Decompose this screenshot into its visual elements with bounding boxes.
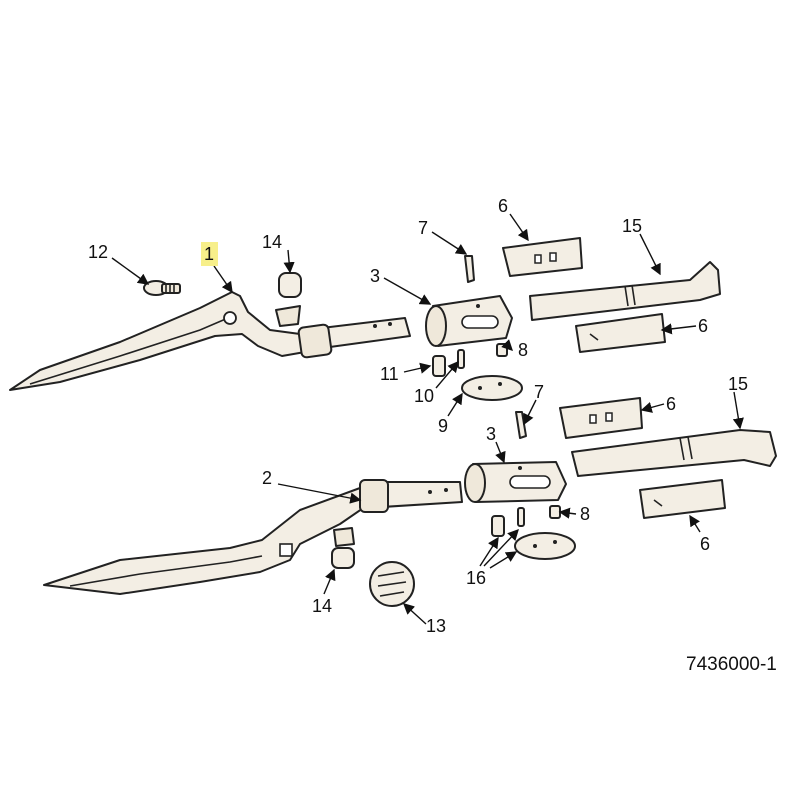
pin-parts-16 bbox=[491, 507, 576, 560]
spring-part-8-lower bbox=[549, 505, 561, 519]
bumper-part-14-lower bbox=[331, 527, 355, 569]
pin-part-7-lower bbox=[515, 411, 527, 439]
label-9: 9 bbox=[438, 416, 448, 436]
label-8-upper: 8 bbox=[518, 340, 528, 360]
sleeve-part-3-upper bbox=[425, 295, 513, 347]
label-8-lower: 8 bbox=[580, 504, 590, 524]
cover-part-6-lower-2 bbox=[639, 479, 726, 519]
bolt-part-11-upper bbox=[432, 355, 446, 377]
label-3-upper: 3 bbox=[370, 266, 380, 286]
label-13: 13 bbox=[426, 616, 446, 636]
label-3-lower: 3 bbox=[486, 424, 496, 444]
label-16: 16 bbox=[466, 568, 486, 588]
label-6-lower-top: 6 bbox=[666, 394, 676, 414]
label-6-lower-bottom: 6 bbox=[700, 534, 710, 554]
cover-part-6-lower-1 bbox=[559, 397, 643, 439]
cover-part-6-upper-2 bbox=[575, 313, 666, 353]
label-7-upper: 7 bbox=[418, 218, 428, 238]
label-1: 1 bbox=[204, 244, 214, 264]
label-10: 10 bbox=[414, 386, 434, 406]
label-11: 11 bbox=[380, 364, 399, 384]
nut-part-9-upper bbox=[461, 375, 523, 401]
label-12: 12 bbox=[88, 242, 108, 262]
reference-number: 7436000-1 bbox=[686, 654, 777, 675]
spring-part-8-upper bbox=[496, 343, 508, 357]
pin-part-7-upper bbox=[464, 255, 475, 283]
leader-lines bbox=[111, 213, 744, 625]
label-1-highlight bbox=[201, 242, 218, 266]
label-14-upper: 14 bbox=[262, 232, 282, 252]
label-14-lower: 14 bbox=[312, 596, 332, 616]
knob-part-13 bbox=[369, 561, 415, 607]
label-7-lower: 7 bbox=[534, 382, 544, 402]
label-6-upper-right: 6 bbox=[698, 316, 708, 336]
sleeve-part-3-lower bbox=[464, 461, 567, 503]
handle-tube-part-15-lower bbox=[571, 429, 777, 477]
label-15-upper: 15 bbox=[622, 216, 642, 236]
handle-tube-lower bbox=[359, 479, 463, 513]
pin-part-10-upper bbox=[457, 349, 465, 369]
bumper-part-14-upper bbox=[275, 272, 302, 327]
handle-tube-upper bbox=[297, 317, 411, 359]
label-2: 2 bbox=[262, 468, 272, 488]
blade-part-1 bbox=[9, 291, 311, 391]
label-15-lower: 15 bbox=[728, 374, 748, 394]
screw-part-12 bbox=[143, 280, 181, 296]
handle-tube-part-15-upper bbox=[529, 261, 721, 321]
cover-part-6-top-1 bbox=[502, 237, 583, 277]
blade-part-2 bbox=[43, 487, 373, 595]
label-6-top: 6 bbox=[498, 196, 508, 216]
